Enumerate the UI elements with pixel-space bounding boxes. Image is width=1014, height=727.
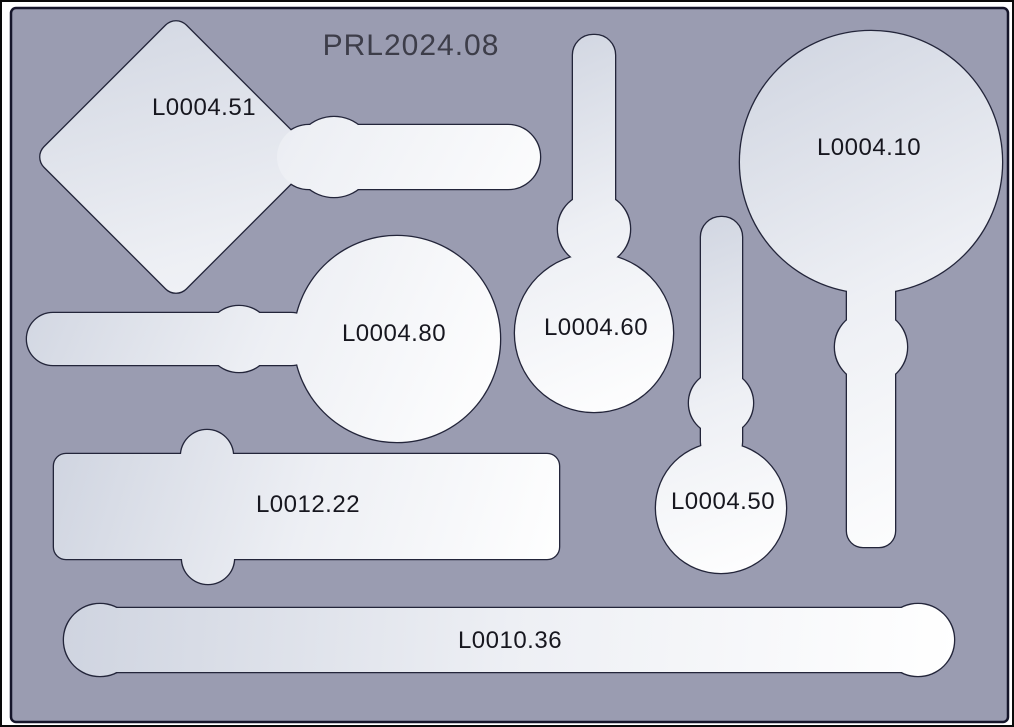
part-label-l0012-22: L0012.22 [256,491,360,518]
part-label-l0004-60: L0004.60 [544,314,648,341]
part-label-l0004-50: L0004.50 [671,488,775,515]
part-label-l0004-51: L0004.51 [152,94,256,121]
part-label-l0004-10: L0004.10 [817,134,921,161]
drawing-title: PRL2024.08 [323,29,500,62]
part-label-l0004-80: L0004.80 [342,320,446,347]
part-label-l0010-36: L0010.36 [458,627,562,654]
